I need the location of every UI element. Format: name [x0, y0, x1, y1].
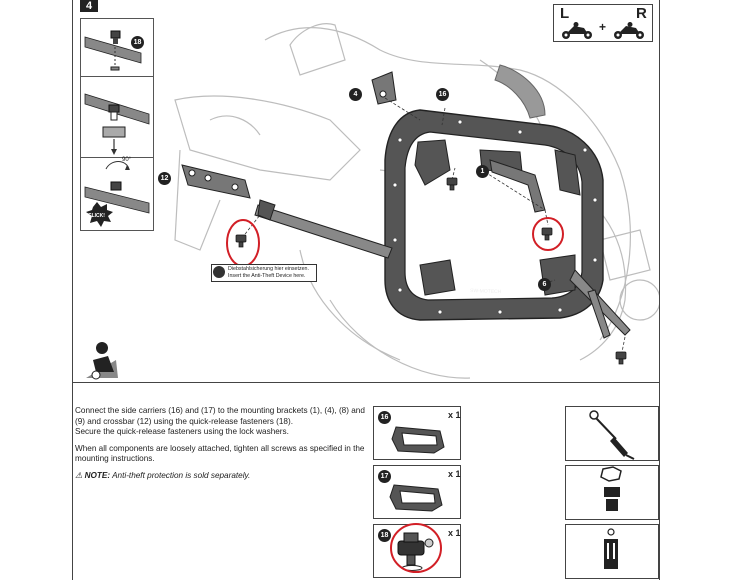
- torque-wrench-icon: [589, 410, 635, 460]
- assembly-illustration: SW-MOTECH: [86, 23, 659, 380]
- parts-illustrations: [389, 426, 445, 573]
- antitheft-label-de: Diebstahlsicherung hier einsetzen.: [228, 266, 309, 272]
- inset-divider: [80, 76, 154, 77]
- callout-bracket-1: 1: [476, 165, 489, 178]
- hex-key-icon: [604, 528, 618, 569]
- page-border-right: [659, 383, 660, 580]
- step-number: 4: [80, 0, 98, 12]
- part-qty-17: x 1: [448, 469, 461, 479]
- motorcycle-pair-icon: [562, 22, 644, 39]
- inset-divider: [80, 157, 154, 158]
- callout-bracket-4: 4: [349, 88, 362, 101]
- part-number-16: 16: [378, 411, 391, 424]
- callout-side-carrier-16: 16: [436, 88, 449, 101]
- inset-callout-18: 18: [131, 36, 144, 49]
- socket-bit-icon: [600, 466, 622, 511]
- side-carrier-17-icon: [389, 484, 443, 512]
- note-label: NOTE:: [84, 470, 111, 480]
- orientation-right: R: [636, 5, 647, 22]
- instructions-note: ⚠ NOTE: Anti-theft protection is sold se…: [75, 471, 365, 482]
- orientation-plus: +: [599, 20, 607, 34]
- side-carrier-16-icon: [391, 426, 445, 454]
- svg-text:SW-MOTECH: SW-MOTECH: [470, 288, 502, 295]
- warning-icon: ⚠: [75, 470, 83, 480]
- instructions-text: Connect the side carriers (16) and (17) …: [75, 406, 365, 487]
- click-label: CLICK!: [88, 213, 105, 219]
- callout-bracket-6: 6: [538, 278, 551, 291]
- rotation-angle-label: 90°: [122, 157, 132, 163]
- part-number-17: 17: [378, 470, 391, 483]
- part-number-18: 18: [378, 529, 391, 542]
- instructions-paragraph-2: When all components are loosely attached…: [75, 443, 365, 464]
- page-border-left: [72, 383, 73, 580]
- quick-release-fastener-18-icon: [390, 523, 442, 573]
- note-text: Anti-theft protection is sold separately…: [112, 470, 251, 480]
- fastener-steps-illustration: [84, 30, 150, 227]
- tools-illustrations: [589, 410, 635, 569]
- instructions-paragraph-1b: Secure the quick-release fasteners using…: [75, 427, 289, 436]
- callout-crossbar-12: 12: [158, 172, 171, 185]
- antitheft-label: Diebstahlsicherung hier einsetzen. Inser…: [211, 264, 317, 282]
- antitheft-label-en: Insert the Anti-Theft Device here.: [228, 273, 306, 279]
- orientation-left: L: [560, 5, 570, 22]
- part-qty-16: x 1: [448, 410, 461, 420]
- instructions-paragraph-1: Connect the side carriers (16) and (17) …: [75, 406, 365, 426]
- part-qty-18: x 1: [448, 528, 461, 538]
- step-frame: [72, 0, 660, 383]
- antitheft-icon: [213, 266, 225, 278]
